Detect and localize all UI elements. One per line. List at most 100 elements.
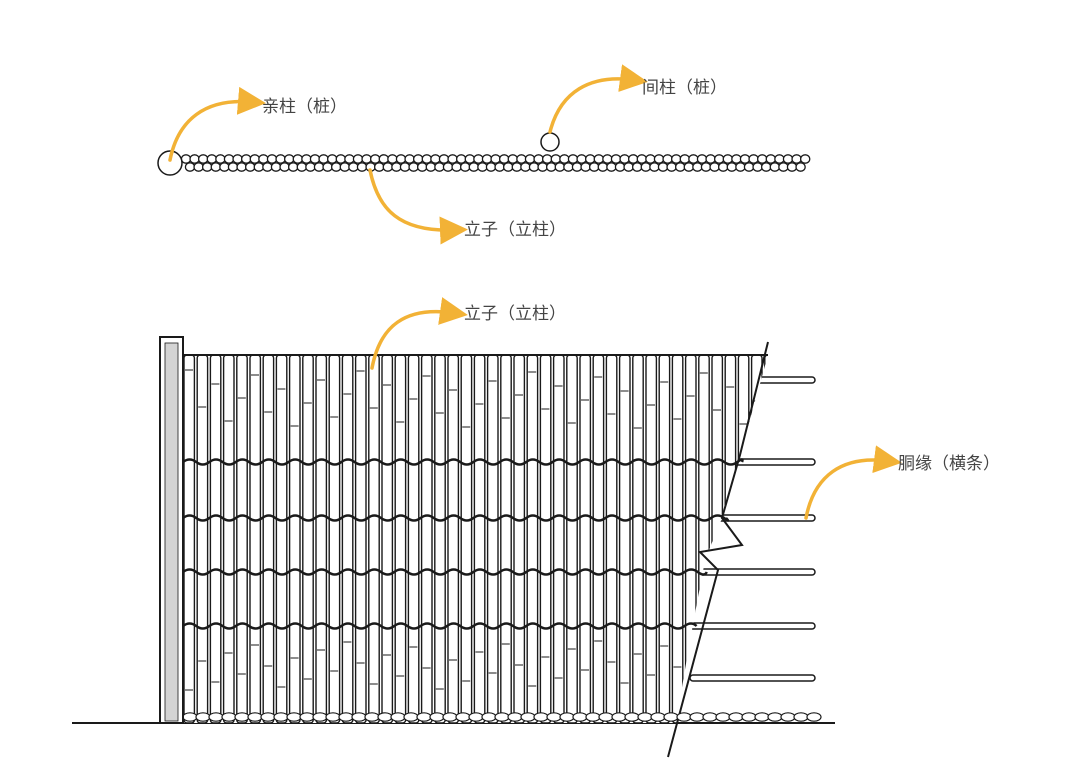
pebble — [221, 712, 237, 722]
vertical-stake — [328, 355, 341, 723]
plan-stake — [666, 162, 677, 172]
vertical-stake — [592, 355, 605, 723]
plan-stake — [602, 154, 613, 164]
vertical-stake — [671, 355, 684, 723]
plan-stake — [399, 162, 411, 172]
plan-stake — [559, 154, 570, 164]
plan-stake — [219, 162, 230, 172]
plan-stake — [550, 154, 562, 164]
callout-arrows — [168, 64, 902, 520]
plan-stake — [640, 162, 652, 172]
plan-stake — [610, 154, 622, 164]
plan-stake — [743, 162, 755, 172]
pebble — [234, 712, 250, 722]
plan-stake — [240, 154, 252, 164]
vertical-stake — [420, 355, 433, 723]
pebble — [468, 712, 484, 722]
plan-stake — [348, 162, 359, 172]
vertical-stake — [460, 355, 473, 723]
vertical-stake — [486, 355, 499, 723]
vertical-stake — [183, 355, 196, 723]
vertical-stake — [447, 355, 460, 723]
label-plan-vertical-stake: 立子（立柱） — [464, 220, 566, 240]
pebble — [754, 712, 770, 722]
plan-stake — [412, 154, 424, 164]
vertical-stake-panel — [183, 355, 768, 723]
plan-stake — [588, 162, 600, 172]
plan-stake — [576, 154, 587, 164]
plan-stake — [270, 162, 282, 172]
plan-stake — [593, 154, 605, 164]
plan-stake — [696, 154, 708, 164]
pebble — [260, 712, 276, 722]
plan-stake — [700, 162, 712, 172]
plan-stake — [520, 162, 531, 172]
vertical-stake — [315, 355, 328, 723]
label-intermediate-post: 间柱（桩） — [642, 78, 727, 98]
binding-line — [182, 568, 708, 576]
horizontal-rail — [689, 568, 816, 576]
plan-stake — [442, 162, 454, 172]
vertical-stake — [275, 355, 288, 723]
plan-stake — [627, 154, 639, 164]
plan-stake — [283, 154, 295, 164]
plan-stake — [524, 154, 536, 164]
pebble — [273, 712, 289, 722]
plan-stake — [739, 154, 751, 164]
plan-stake — [361, 154, 372, 164]
pebble — [728, 712, 744, 722]
plan-stake — [206, 154, 218, 164]
binding-line — [182, 514, 730, 522]
plan-stake — [541, 154, 553, 164]
plan-stake — [748, 154, 759, 164]
arrow-horizontal-rail — [804, 445, 902, 520]
pebble — [377, 712, 393, 722]
plan-stake — [430, 154, 441, 164]
plan-stake — [335, 154, 347, 164]
pebble — [195, 712, 211, 722]
plan-stake — [791, 154, 802, 164]
plan-stake — [606, 162, 617, 172]
pebble — [637, 712, 653, 722]
pebble — [624, 712, 640, 722]
plan-stake — [447, 154, 458, 164]
plan-stake — [481, 154, 493, 164]
plan-stake — [253, 162, 265, 172]
arrow-intermediate-post — [548, 64, 648, 134]
plan-stake — [459, 162, 471, 172]
plan-stake — [404, 154, 415, 164]
binding-lines — [182, 458, 744, 630]
pebble — [520, 712, 536, 722]
bottom-pebble-row — [182, 712, 822, 722]
pebble — [611, 712, 627, 722]
plan-stake — [313, 162, 325, 172]
pebble — [403, 712, 419, 722]
plan-stake — [735, 162, 746, 172]
pebble — [325, 712, 341, 722]
plan-stake — [326, 154, 338, 164]
pebble — [676, 712, 692, 722]
pebble — [767, 712, 783, 722]
plan-stake — [464, 154, 476, 164]
plan-stake — [631, 162, 643, 172]
plan-stake — [184, 162, 196, 172]
vertical-stake — [539, 355, 552, 723]
vertical-stake — [381, 355, 394, 723]
plan-view — [157, 132, 811, 176]
plan-stake — [232, 154, 243, 164]
plan-stake — [769, 162, 781, 172]
vertical-stake — [434, 355, 446, 723]
plan-stake — [490, 154, 501, 164]
vertical-stake — [605, 355, 618, 723]
pebble — [689, 712, 705, 722]
pebble — [650, 712, 666, 722]
pebble — [364, 712, 380, 722]
plan-stake — [421, 154, 433, 164]
plan-stake — [731, 154, 742, 164]
vertical-stake — [645, 355, 658, 723]
plan-stake — [356, 162, 368, 172]
pebble — [598, 712, 614, 722]
plan-stake — [688, 154, 699, 164]
plan-stake — [619, 154, 630, 164]
plan-stake — [322, 162, 333, 172]
